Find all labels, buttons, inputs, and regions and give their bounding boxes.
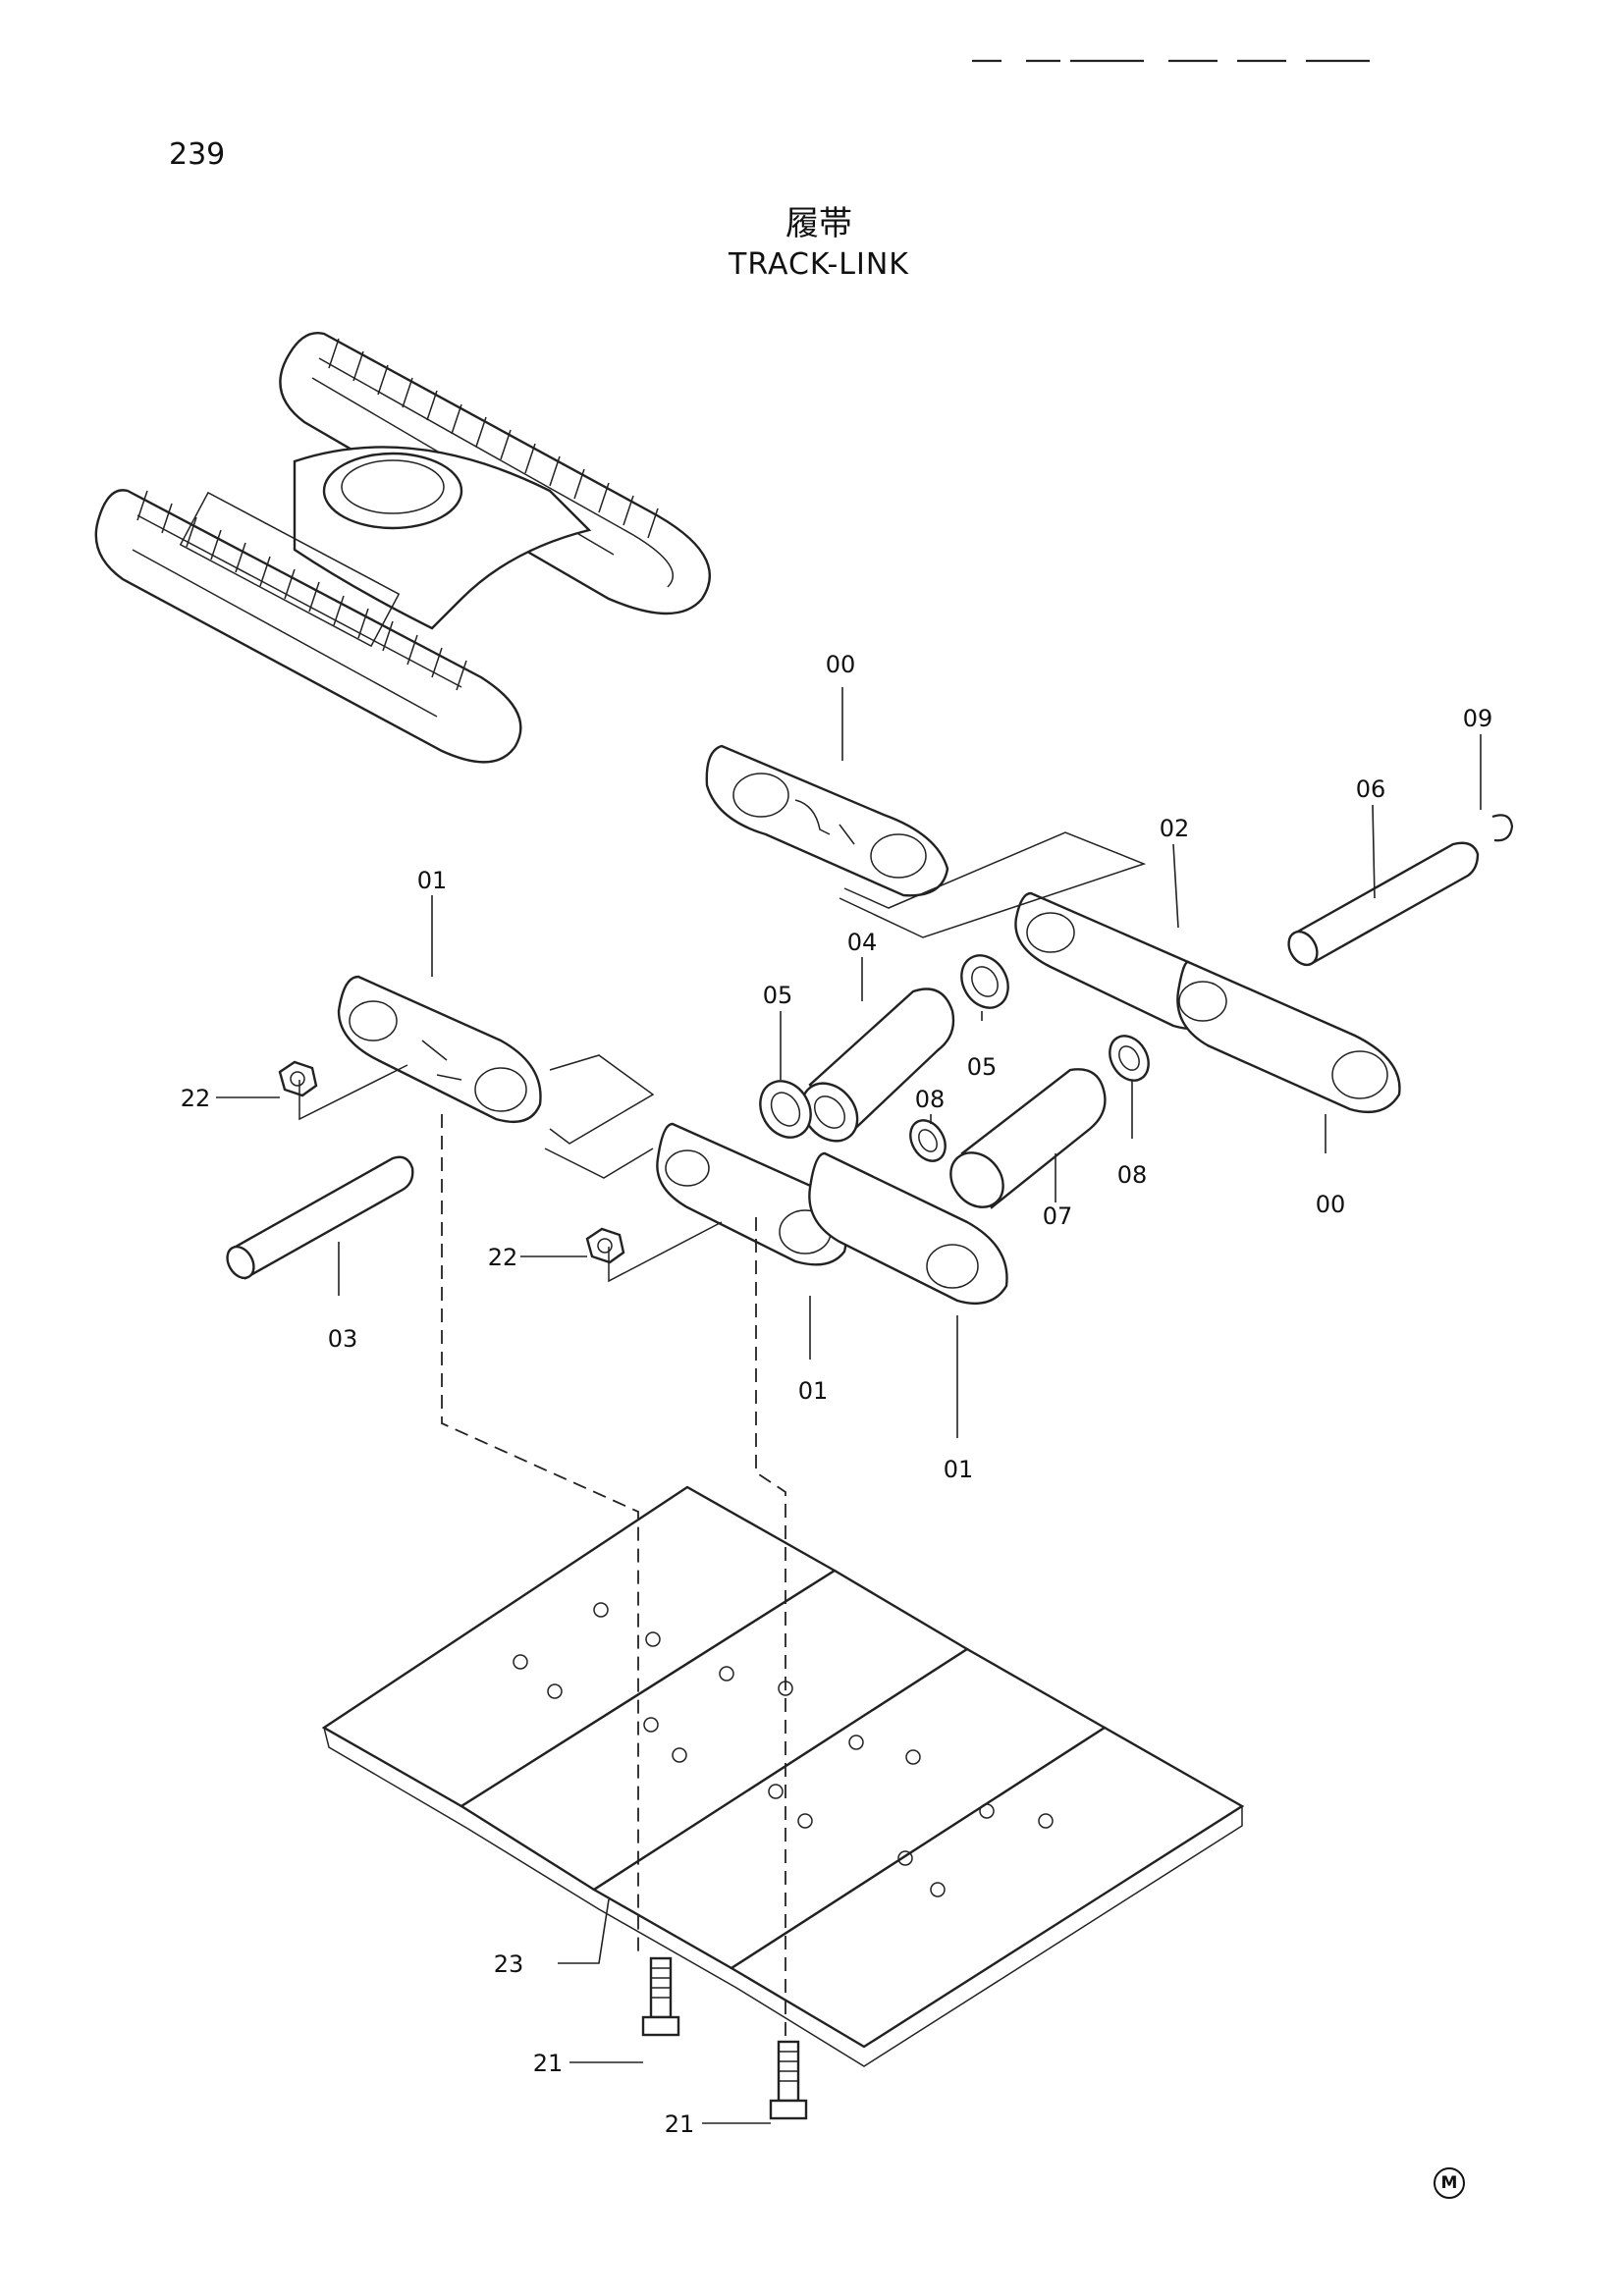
manufacturer-mark: M — [1434, 2167, 1465, 2199]
callout-22-center: 22 — [488, 1244, 518, 1271]
callout-21-left: 21 — [533, 2050, 564, 2077]
callout-01-center: 01 — [798, 1377, 829, 1405]
callout-05-left: 05 — [763, 982, 793, 1009]
callout-06: 06 — [1356, 775, 1386, 803]
bushing-07 — [949, 1068, 1107, 1209]
callout-21-right: 21 — [665, 2110, 695, 2138]
leader-lines — [216, 687, 1482, 2124]
callout-23: 23 — [494, 1950, 524, 1978]
bolt-21-right — [769, 2040, 808, 2120]
snap-ring-09 — [1491, 814, 1514, 842]
link-01-left — [337, 975, 542, 1124]
page-number: 239 — [169, 137, 226, 172]
callout-01-lower: 01 — [944, 1456, 974, 1483]
callout-04: 04 — [847, 929, 878, 956]
assembly-lines — [298, 831, 1147, 2042]
nut-22-center — [585, 1227, 625, 1264]
callout-labels: 00 00 01 01 01 02 03 04 05 05 06 07 08 0… — [181, 651, 1493, 2138]
seal-05-left — [759, 1080, 812, 1139]
shoe-bolt-holes — [513, 1602, 1054, 1897]
callout-00-top: 00 — [826, 651, 856, 678]
callout-08-left: 08 — [915, 1086, 946, 1113]
bushing-04 — [800, 988, 955, 1143]
link-00-right — [1176, 960, 1401, 1114]
callout-03: 03 — [328, 1325, 358, 1353]
nut-22-left — [278, 1060, 318, 1097]
callout-05-right: 05 — [967, 1053, 998, 1081]
link-01-center — [656, 1122, 1008, 1306]
ring-08-left — [909, 1119, 947, 1162]
shoe-23 — [321, 1485, 1245, 2067]
callout-07: 07 — [1043, 1202, 1073, 1230]
pin-03 — [226, 1155, 414, 1280]
pin-06 — [1287, 841, 1480, 967]
title-japanese: 履帯 — [785, 204, 852, 243]
callout-08-right: 08 — [1117, 1161, 1148, 1189]
callout-09: 09 — [1463, 705, 1493, 732]
undercarriage-overview — [94, 332, 712, 764]
bolt-21-left — [641, 1956, 680, 2037]
seal-05-right — [960, 954, 1009, 1009]
ring-08-right — [1109, 1035, 1150, 1082]
title-english: TRACK-LINK — [729, 247, 909, 282]
tread-hatching — [136, 338, 659, 691]
callout-22-left: 22 — [181, 1085, 211, 1112]
callout-02: 02 — [1160, 815, 1190, 842]
callout-01-left: 01 — [417, 867, 448, 894]
callout-00-right: 00 — [1316, 1191, 1346, 1218]
link-00-top — [705, 744, 949, 897]
